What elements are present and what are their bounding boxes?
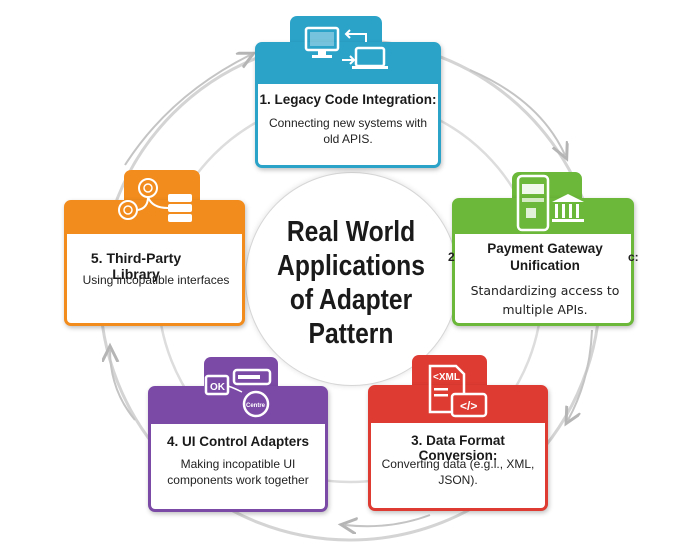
arrow-top-right [469, 69, 565, 155]
center-title: Real World Applications of Adapter Patte… [277, 216, 425, 350]
ui-control-buttons-icon: OK Centre [204, 368, 272, 418]
centre-label: Centre [246, 403, 266, 409]
card-title: Payment Gateway Unification [487, 241, 603, 273]
computer-laptop-sync-icon [304, 26, 388, 69]
card-description: Standardizing access to multiple APIs. [470, 283, 620, 317]
card-ui-tab [204, 357, 278, 391]
card-title: 3. Data Format Conversion: [411, 433, 505, 463]
xml-label: <XML [433, 372, 460, 383]
arrow-left [110, 350, 136, 421]
card-title: 4. UI Control Adapters [166, 434, 309, 449]
code-label: </> [460, 399, 477, 413]
card-payment-gateway: Payment Gateway Unification Standardizin… [452, 198, 634, 326]
card-ui-control: 4. UI Control Adapters Making incopatibl… [148, 386, 328, 512]
arrow-right [568, 329, 593, 420]
card-stray-number: 2 [448, 250, 455, 264]
card-stray-text: c: [628, 250, 639, 264]
card-description: Converting data (e.g.l., XML, JSON). [381, 457, 535, 487]
xml-code-file-icon: <XML </> [428, 364, 488, 418]
mobile-payment-bank-icon [516, 174, 584, 232]
arrow-top-left [124, 55, 250, 166]
card-title: 5. Third-Party Library [90, 250, 182, 282]
card-title: 1. Legacy Code Integration: [259, 92, 437, 107]
card-data-tab [412, 355, 487, 389]
library-network-database-icon [118, 178, 192, 222]
arrow-bottom [345, 514, 431, 526]
card-description: Using incopatible interfaces [82, 273, 230, 287]
card-description: Making incopatible UI components work to… [167, 457, 309, 487]
ok-label: OK [210, 382, 226, 393]
card-legacy-code: 1. Legacy Code Integration: Connecting n… [255, 42, 441, 168]
card-description: Connecting new systems with old APIS. [268, 116, 428, 146]
